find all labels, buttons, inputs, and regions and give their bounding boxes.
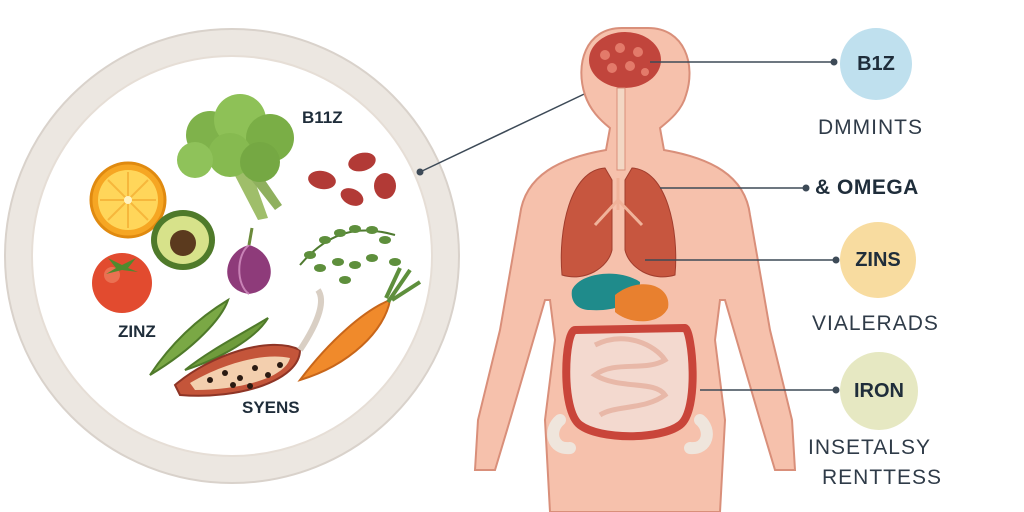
label-insetalsy: INSETALSY [808, 436, 931, 459]
label-dmmints: DMMINTS [818, 116, 923, 139]
herbs-icon [299, 225, 401, 284]
beans-icon [308, 152, 396, 206]
connector-dots [802, 58, 840, 394]
label-omega: & OMEGA [815, 176, 919, 199]
badge-b1z-label: B1Z [857, 52, 895, 75]
pepper-icon [173, 288, 324, 397]
plate-label-zinz: ZINZ [118, 322, 156, 341]
label-renttess: RENTTESS [822, 466, 943, 489]
orange-slice-icon [89, 161, 167, 239]
human-body [473, 27, 797, 512]
badge-zins: ZINS [840, 222, 916, 298]
label-vialerads: VIALERADS [812, 312, 939, 335]
avocado-icon [151, 210, 215, 270]
badge-zins-label: ZINS [855, 248, 901, 271]
plate-label-b12: B11Z [302, 108, 343, 127]
connector-dot [416, 168, 424, 176]
broccoli-icon [177, 94, 294, 220]
green-pod-icon [149, 297, 269, 376]
badge-iron: IRON [840, 352, 918, 430]
plate-label-syens: SYENS [242, 398, 300, 417]
connector-lines [645, 61, 836, 391]
carrot-icon [297, 267, 422, 382]
onion-icon [227, 227, 271, 295]
tomato-icon [92, 253, 152, 313]
badge-iron-label: IRON [854, 379, 904, 402]
badge-b1z: B1Z [840, 28, 912, 100]
